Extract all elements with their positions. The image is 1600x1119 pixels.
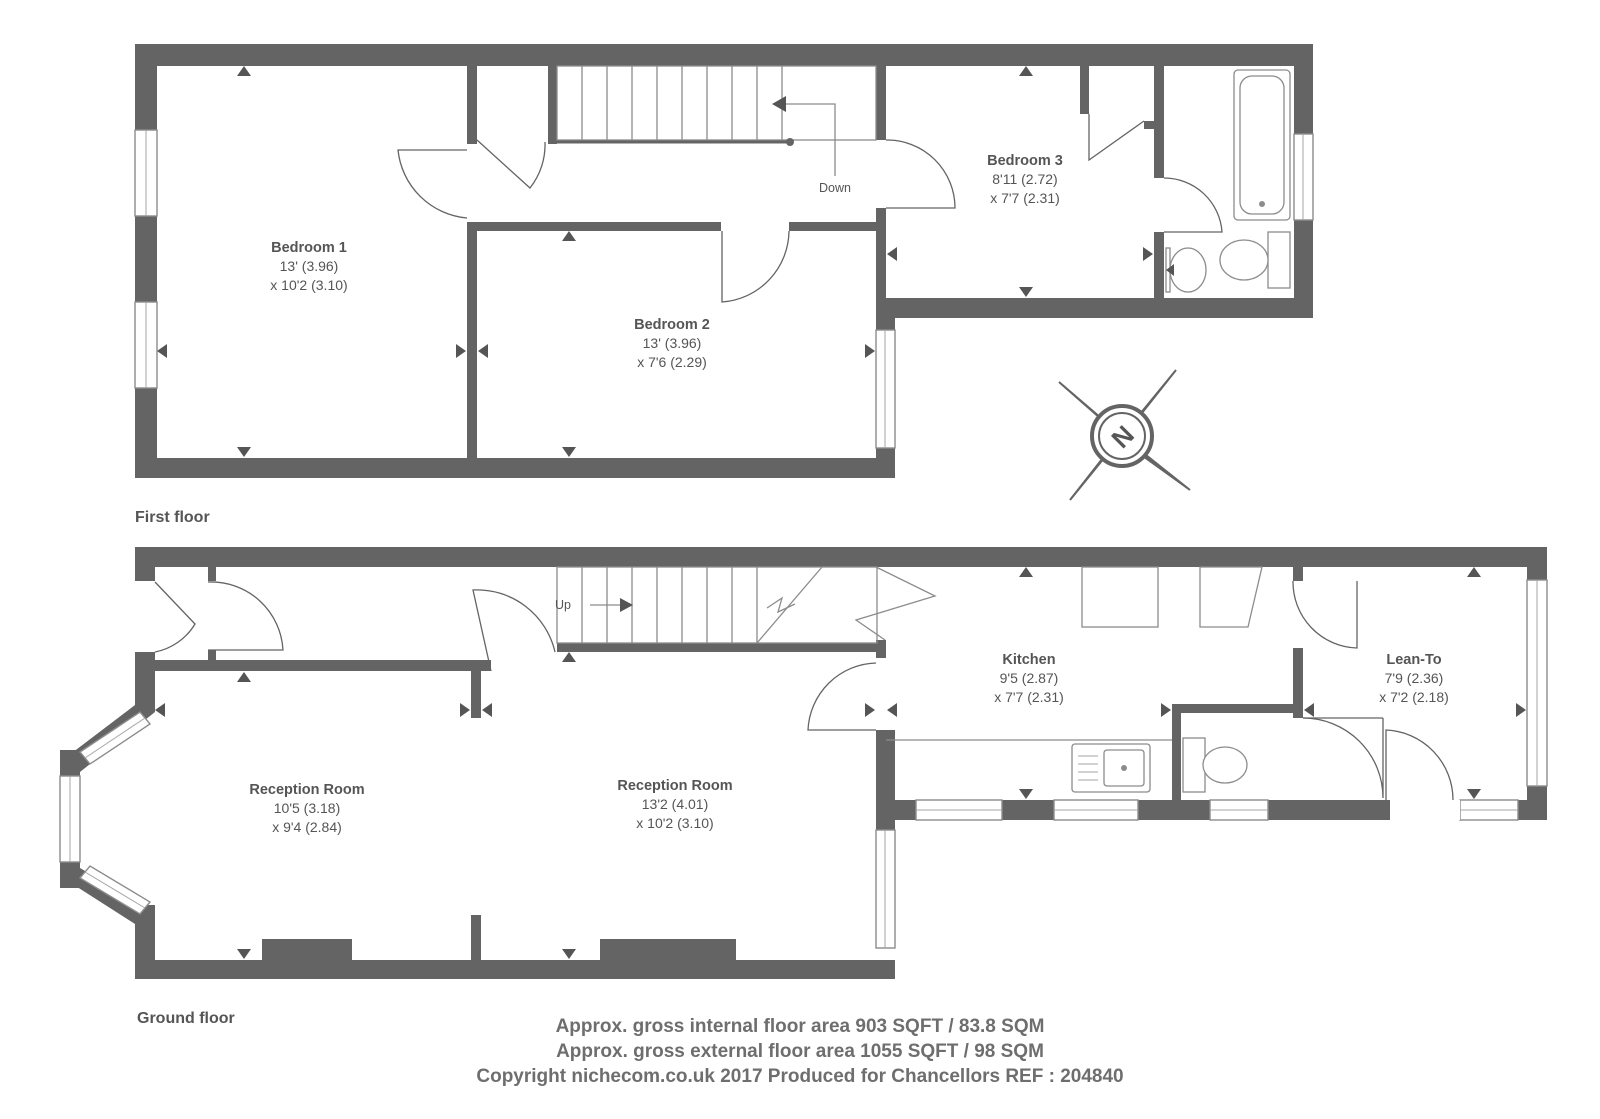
room-reception-room-rear: Reception Room 13'2 (4.01) x 10'2 (3.10) [617, 778, 732, 831]
room-bedroom-1: Bedroom 1 13' (3.96) x 10'2 (3.10) [270, 240, 347, 293]
room-dimension: x 10'2 (3.10) [270, 277, 347, 293]
room-dimension: 8'11 (2.72) [992, 171, 1057, 187]
room-dimension: 10'5 (3.18) [274, 800, 341, 816]
ground-floor-fixtures [886, 566, 1263, 793]
stairs-up-label: Up [555, 598, 571, 612]
first-floor-doors [397, 114, 1223, 303]
copyright-line: Copyright nichecom.co.uk 2017 Produced f… [476, 1066, 1124, 1087]
room-bedroom-2: Bedroom 2 13' (3.96) x 7'6 (2.29) [634, 317, 710, 370]
room-dimension: 13' (3.96) [280, 258, 339, 274]
ground-floor-title: Ground floor [137, 1010, 235, 1027]
compass: N [1058, 369, 1191, 501]
room-dimension: 9'5 (2.87) [1000, 670, 1059, 686]
room-name: Lean-To [1386, 652, 1441, 668]
room-bedroom-3: Bedroom 3 8'11 (2.72) x 7'7 (2.31) [987, 153, 1063, 206]
ground-floor-doors [154, 580, 1454, 801]
room-dimension: x 10'2 (3.10) [636, 815, 713, 831]
room-name: Reception Room [249, 782, 364, 798]
room-name: Reception Room [617, 778, 732, 794]
room-dimension: x 7'7 (2.31) [994, 689, 1064, 705]
room-name: Bedroom 3 [987, 153, 1063, 169]
room-name: Bedroom 1 [271, 240, 347, 256]
room-dimension: 13'2 (4.01) [642, 796, 709, 812]
ground-floor-walls [60, 547, 1547, 979]
ground-floor-windows [59, 579, 1548, 949]
room-dimension: x 9'4 (2.84) [272, 819, 342, 835]
ground-floor-plan: Reception Room 10'5 (3.18) x 9'4 (2.84) … [59, 547, 1548, 1027]
room-dimension: x 7'2 (2.18) [1379, 689, 1449, 705]
room-dimension: x 7'7 (2.31) [990, 190, 1060, 206]
room-dimension: 13' (3.96) [643, 335, 702, 351]
external-area-line: Approx. gross external floor area 1055 S… [556, 1041, 1044, 1062]
ground-floor-dimension-markers [155, 567, 1526, 959]
room-dimension: x 7'6 (2.29) [637, 354, 707, 370]
room-name: Bedroom 2 [634, 317, 710, 333]
floor-area-footer: Approx. gross internal floor area 903 SQ… [0, 1014, 1600, 1089]
first-floor-windows [134, 129, 1314, 449]
room-reception-room-front: Reception Room 10'5 (3.18) x 9'4 (2.84) [249, 782, 364, 835]
room-dimension: 7'9 (2.36) [1385, 670, 1444, 686]
first-floor-bathroom-fixtures [1165, 69, 1291, 293]
room-lean-to: Lean-To 7'9 (2.36) x 7'2 (2.18) [1379, 652, 1449, 705]
room-kitchen: Kitchen 9'5 (2.87) x 7'7 (2.31) [994, 652, 1064, 705]
first-floor-dimension-markers [157, 66, 1174, 457]
first-floor-title: First floor [135, 509, 210, 526]
first-floor-staircase [548, 65, 877, 176]
room-name: Kitchen [1002, 652, 1055, 668]
internal-area-line: Approx. gross internal floor area 903 SQ… [555, 1016, 1045, 1037]
stairs-down-label: Down [819, 181, 851, 195]
first-floor-plan: Bedroom 1 13' (3.96) x 10'2 (3.10) Bedro… [134, 44, 1314, 526]
ground-floor-staircase [556, 566, 937, 644]
